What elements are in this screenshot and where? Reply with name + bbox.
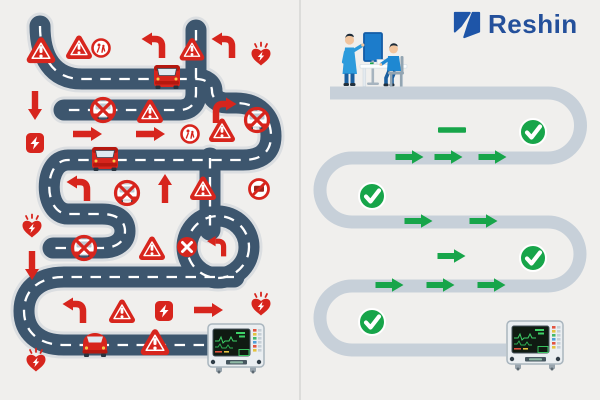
- reshin-logo: Reshin: [452, 9, 578, 40]
- red-arrow-icon: [73, 127, 102, 141]
- patient-monitor-icon: [207, 323, 265, 375]
- turn-left-arrow-icon: [212, 33, 233, 59]
- alarm-heart-icon: [250, 291, 272, 317]
- red-car-icon: [82, 333, 108, 357]
- patient-monitor-icon: [506, 320, 564, 372]
- consultation-scene: [341, 32, 408, 87]
- warning-triangle-icon: [112, 303, 132, 321]
- check-circle-icon: [520, 245, 546, 271]
- presentation-board: [363, 32, 383, 62]
- red-arrow-icon: [194, 303, 223, 317]
- standing-doctor: [341, 33, 365, 86]
- turn-left-arrow-icon: [142, 33, 163, 59]
- crossed-out-van-icon: [113, 179, 141, 207]
- smooth-path-panel: [313, 32, 587, 372]
- check-circle-icon: [359, 309, 385, 335]
- red-arrow-icon: [28, 91, 42, 120]
- warning-triangle-icon: [142, 240, 162, 258]
- red-arrow-icon: [136, 127, 165, 141]
- check-circle-icon: [520, 119, 546, 145]
- red-van-icon: [91, 146, 119, 172]
- turn-left-arrow-icon: [63, 298, 84, 324]
- alarm-heart-icon: [250, 41, 272, 67]
- turn-left-arrow-icon: [67, 176, 88, 202]
- panel-divider: [299, 0, 301, 400]
- warning-triangle-icon: [69, 39, 89, 57]
- electric-hazard-icon: [26, 133, 44, 153]
- no-entry-slash-icon: [248, 178, 270, 200]
- check-circle-icon: [359, 183, 385, 209]
- board-stand: [371, 60, 375, 83]
- warning-triangle-icon: [212, 122, 232, 140]
- green-arrow-icon: [437, 249, 466, 263]
- prohibition-ring-icon: [91, 38, 111, 58]
- smooth-serpentine-path: [313, 86, 587, 357]
- red-arrow-icon: [158, 174, 172, 203]
- green-dash-icon: [438, 127, 466, 133]
- red-van-icon: [153, 64, 181, 90]
- no-stopping-x-icon: [175, 235, 199, 259]
- road-network: [10, 12, 285, 359]
- prohibition-ring-icon: [180, 124, 200, 144]
- seated-doctor: [379, 43, 404, 87]
- electric-hazard-icon: [155, 301, 173, 321]
- alarm-heart-icon: [21, 213, 43, 239]
- board-base: [367, 82, 379, 85]
- complicated-road-panel: [10, 12, 285, 375]
- reshin-logo-icon: [453, 11, 481, 38]
- brand-name: Reshin: [488, 9, 578, 39]
